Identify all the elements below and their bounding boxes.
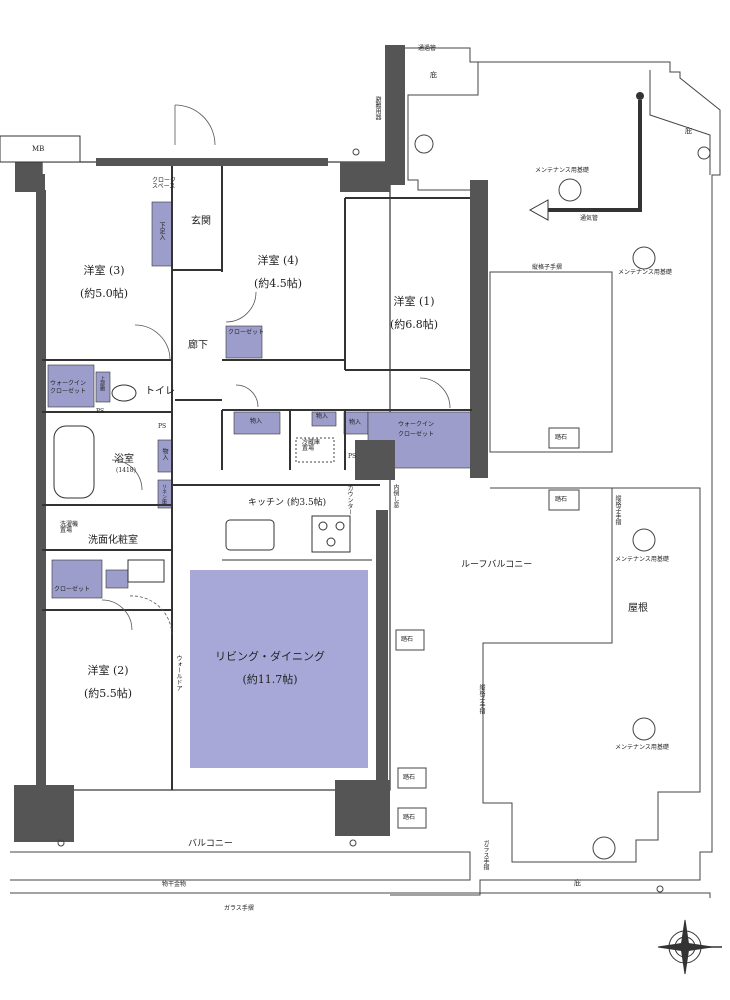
- fridge-label: 冷蔵庫 置場: [302, 439, 321, 452]
- emergency-label: 避難用器: [374, 96, 381, 120]
- room-label-kitchen: キッチン (約3.5帖): [248, 498, 327, 508]
- counter-label: カウンター: [346, 485, 353, 515]
- kitchen-sink: [225, 519, 275, 551]
- shoe-box-label: 下足入: [158, 222, 165, 240]
- lattice-rail-label-2: 縦格子手摺: [614, 495, 621, 525]
- room-label-entrance: 玄関: [191, 216, 211, 227]
- wash-basin: [127, 559, 165, 583]
- pipe-label: 通過管: [418, 45, 437, 52]
- linen-label: リネン庫: [161, 484, 167, 504]
- shelf-label: 上部棚: [99, 376, 105, 391]
- roof-balcony-label: ルーフバルコニー: [461, 560, 533, 570]
- walls: [14, 45, 488, 842]
- mb-box: [0, 135, 81, 163]
- room-label-r1: 洋室 (1): [393, 295, 435, 308]
- stepping-label-1: 踏石: [555, 434, 568, 441]
- closet4-fill: [225, 325, 263, 359]
- compass-rose: [657, 919, 722, 975]
- mb-label: MB: [32, 145, 45, 153]
- lattice-rail-label-3: 縦格子手摺: [478, 684, 485, 714]
- ps-label-2: PS: [158, 423, 167, 430]
- room-label-corridor: 廊下: [188, 340, 208, 351]
- storage-d-label: 物入: [161, 448, 168, 460]
- balcony-label: バルコニー: [188, 839, 233, 849]
- maint-label-1: メンテナンス用基礎: [535, 167, 589, 174]
- room-size-ldk: (約11.7帖): [242, 673, 298, 686]
- wic-w-label: ウォークイン クローゼット: [50, 380, 87, 395]
- storage-c-label: 物入: [349, 419, 362, 426]
- stepping-label-4: 踏石: [403, 774, 416, 781]
- maint-label-3: メンテナンス用基礎: [615, 556, 669, 563]
- room-label-toilet: トイレ: [145, 386, 175, 397]
- roof-area: [482, 487, 701, 863]
- wic1-label: ウォークイン クローゼット: [398, 421, 435, 438]
- maint-label-2: メンテナンス用基礎: [618, 269, 672, 276]
- eave-outline: [407, 62, 479, 191]
- inner-window-label: 内倒し窓: [392, 484, 399, 508]
- closet2-fill: [51, 559, 103, 599]
- glass-rail-label-2: ガラス手摺: [224, 905, 254, 912]
- room-size-r4: (約4.5帖): [253, 277, 303, 290]
- ps-label-1: PS: [96, 408, 105, 415]
- stepping-label-3: 踏石: [401, 636, 414, 643]
- room-size-r1: (約6.8帖): [389, 318, 439, 331]
- eaves-right-label: 庇: [685, 127, 692, 135]
- room-label-bath: 浴室: [114, 454, 134, 465]
- eaves-top-label: 庇: [430, 71, 437, 79]
- roof-label: 屋根: [628, 603, 648, 614]
- roof-balcony-upper: [489, 271, 613, 453]
- stove: [311, 515, 351, 553]
- room-size-bath: (1418): [116, 467, 136, 474]
- laundry-hardware-label: 物干金物: [162, 881, 187, 888]
- room-label-r3: 洋室 (3): [83, 264, 125, 277]
- lattice-rail-label-1: 縦格子手摺: [532, 264, 563, 271]
- glass-rail-label-1: ガラス手摺: [482, 840, 489, 870]
- room-label-r2: 洋室 (2): [87, 664, 129, 677]
- vent-pipe-label: 通気管: [580, 215, 599, 222]
- room-size-r3: (約5.0帖): [79, 287, 129, 300]
- washer-label: 洗濯機 置場: [60, 521, 79, 534]
- storage-a-label: 物入: [250, 418, 263, 425]
- stepping-label-2: 踏石: [555, 496, 568, 503]
- ps-label-3: PS: [348, 453, 357, 460]
- closet4-label: クローゼット: [228, 329, 265, 336]
- closet2-label: クローゼット: [54, 586, 91, 593]
- maint-label-4: メンテナンス用基礎: [615, 744, 669, 751]
- wic-w-fill: [47, 364, 95, 408]
- terrace-outline: [390, 47, 721, 896]
- storage-b-label: 物入: [316, 413, 329, 420]
- bathtub: [53, 425, 95, 499]
- wall-door-label: ウォールドア: [175, 655, 182, 691]
- room-label-r4: 洋室 (4): [257, 254, 299, 267]
- room-label-ldk: リビング・ダイニング: [215, 650, 325, 663]
- cloak-space-label: クローク スペース: [152, 177, 177, 190]
- ldk-fill: [190, 570, 368, 768]
- eaves-bottom-label: 庇: [574, 879, 581, 887]
- toilet-bowl: [111, 384, 137, 402]
- stepping-label-5: 踏石: [403, 814, 416, 821]
- room-label-washroom: 洗面化粧室: [88, 535, 138, 546]
- room-size-r2: (約5.5帖): [83, 687, 133, 700]
